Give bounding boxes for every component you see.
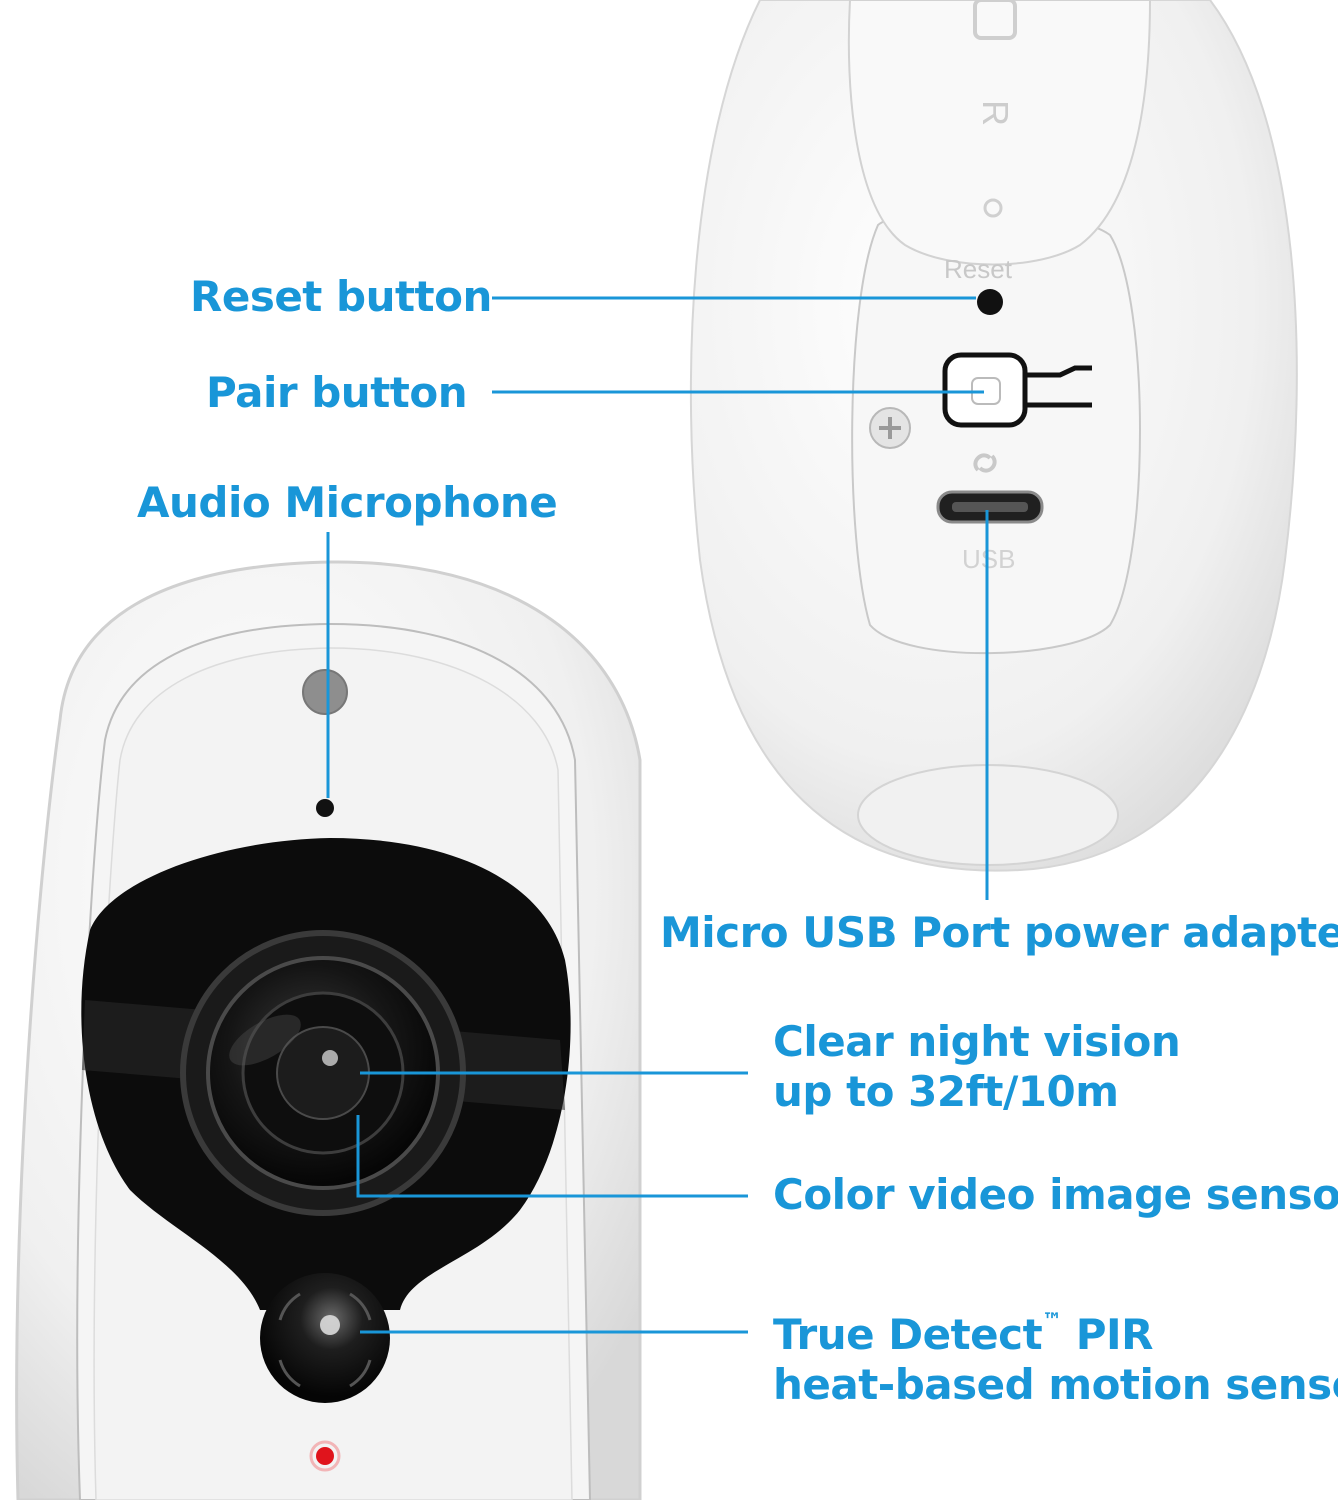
mount-letter-text: R xyxy=(975,100,1016,126)
link-icon xyxy=(973,453,997,473)
audio-microphone-label: Audio Microphone xyxy=(137,478,558,527)
reset-button-label: Reset button xyxy=(190,272,492,321)
micro-usb-label: Micro USB Port power adapter xyxy=(660,908,1338,957)
reset-hole-icon xyxy=(977,289,1003,315)
night-vision-line2: up to 32ft/10m xyxy=(773,1067,1119,1116)
camera-front xyxy=(15,560,642,1500)
pir-line1: True Detect™ PIR xyxy=(773,1295,1338,1360)
status-led-icon xyxy=(316,1447,334,1465)
reset-marking: Reset xyxy=(944,254,1013,284)
pir-line1-suffix: PIR xyxy=(1061,1310,1154,1359)
color-sensor-label: Color video image sensor xyxy=(773,1170,1338,1219)
mount-dot-icon xyxy=(983,198,1003,218)
pir-sensor-label: True Detect™ PIR heat-based motion senso… xyxy=(773,1295,1338,1410)
pair-button-label: Pair button xyxy=(206,368,468,417)
mount-arm xyxy=(847,0,1152,266)
mount-slot-icon xyxy=(973,0,1017,40)
color-sensor-leader-line xyxy=(356,1115,748,1198)
trademark-symbol: ™ xyxy=(1042,1308,1062,1332)
callout-lines xyxy=(326,296,989,1334)
pair-button-icon xyxy=(942,352,1028,428)
pir-sensor-lens xyxy=(260,1273,390,1403)
night-vision-label: Clear night vision up to 32ft/10m xyxy=(773,1017,1181,1117)
night-vision-line1: Clear night vision xyxy=(773,1017,1181,1066)
pir-line1-prefix: True Detect xyxy=(773,1310,1043,1359)
pir-line2: heat-based motion sensor xyxy=(773,1360,1338,1409)
pair-lines-icon xyxy=(1025,365,1092,408)
camera-back: R Reset USB xyxy=(689,0,1298,872)
light-sensor-icon xyxy=(302,669,348,715)
usb-marking: USB xyxy=(962,544,1015,574)
microphone-hole-icon xyxy=(316,799,334,817)
